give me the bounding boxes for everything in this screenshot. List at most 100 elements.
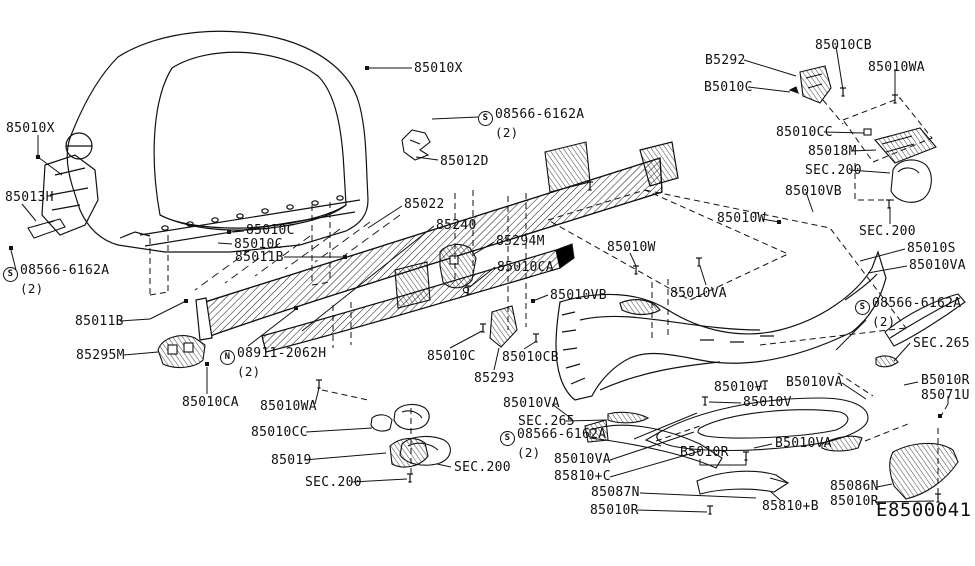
bumper-absorber (261, 141, 591, 353)
part-number: 85087N (591, 485, 640, 500)
part-label: SEC.200 (454, 461, 511, 475)
part-number: 85010CC (251, 425, 308, 440)
part-number: 85010C (246, 223, 295, 238)
part-label: 85240 (436, 219, 477, 233)
drawing-id: E8500041 (876, 500, 972, 520)
part-number: 85019 (271, 453, 312, 468)
part-label: 85019 (271, 454, 312, 468)
part-label: 85087N (591, 486, 640, 500)
part-label: SEC.265 (518, 415, 575, 429)
part-label: 85010X (6, 122, 55, 136)
part-quantity: (2) (517, 445, 541, 460)
part-number: SEC.265 (913, 336, 970, 351)
part-label: 85086N (830, 480, 879, 494)
part-number: SEC.200 (805, 163, 862, 178)
part-label: SEC.200 (859, 225, 916, 239)
part-label: SEC.200 (805, 164, 862, 178)
part-label: 85810+C (554, 470, 611, 484)
part-label: 85010X (414, 62, 463, 76)
part-label: 85010CB (502, 351, 559, 365)
part-number: 85011B (75, 314, 124, 329)
part-label: 85295M (76, 349, 125, 363)
part-number: 85010CA (182, 395, 239, 410)
part-label: 85022 (404, 198, 445, 212)
part-number: 85013H (5, 190, 54, 205)
part-quantity: (2) (495, 125, 519, 140)
part-number: B5010VA (786, 375, 843, 390)
part-label: 85810+B (762, 500, 819, 514)
part-number: B5010C (704, 80, 753, 95)
part-number: 08566-6162A (495, 107, 585, 122)
part-number: 08911-2062H (237, 346, 327, 361)
part-number: E8500041 (876, 499, 972, 521)
part-number: 85071U (921, 388, 970, 403)
part-number: 85010WA (260, 399, 317, 414)
part-label: SEC.265 (913, 337, 970, 351)
part-number: 85010VB (785, 184, 842, 199)
part-label: B5010VA (786, 376, 843, 390)
part-label: 85010CC (776, 126, 833, 140)
part-number: 85010S (907, 241, 956, 256)
part-number: B5010R (680, 445, 729, 460)
part-number: 85010X (6, 121, 55, 136)
part-number: 85810+C (554, 469, 611, 484)
part-number: 85010C (234, 237, 283, 252)
part-number: SEC.200 (305, 475, 362, 490)
part-label: 85010V (743, 396, 792, 410)
part-label: 85011B (75, 315, 124, 329)
part-number: 85010CA (497, 260, 554, 275)
part-label: 85294M (496, 235, 545, 249)
part-label: 85011B (235, 251, 284, 265)
part-quantity: (2) (872, 314, 896, 329)
part-label: 85013H (5, 191, 54, 205)
part-number: 85810+B (762, 499, 819, 514)
part-number: 08566-6162A (872, 296, 962, 311)
leader-lines (10, 45, 949, 513)
part-number: 85010VA (503, 396, 560, 411)
part-number: 85010VA (670, 286, 727, 301)
part-number: 85010V (743, 395, 792, 410)
part-quantity: (2) (237, 364, 261, 379)
part-label: B5292 (705, 54, 746, 68)
part-number: B5010R (921, 373, 970, 388)
part-number: SEC.265 (518, 414, 575, 429)
part-label: 85010VA (670, 287, 727, 301)
part-number: SEC.200 (859, 224, 916, 239)
car-body-outline (41, 30, 369, 253)
part-number: 85010VA (909, 258, 966, 273)
dashed-guides (149, 97, 949, 495)
part-label: 85010CB (815, 39, 872, 53)
circled-n-icon: N (220, 350, 235, 365)
rear-bumper-fascia (555, 250, 887, 401)
part-number: 85295M (76, 348, 125, 363)
part-number: 85293 (474, 371, 515, 386)
part-label: B5010C (704, 81, 753, 95)
part-label: 85010W (607, 241, 656, 255)
part-number: SEC.200 (454, 460, 511, 475)
part-number: 85010CB (815, 38, 872, 53)
part-number: 85011B (235, 250, 284, 265)
part-number: 85018M (808, 144, 857, 159)
part-number: 85010VB (550, 288, 607, 303)
part-label: 85010R (830, 495, 879, 509)
part-number: 85240 (436, 218, 477, 233)
part-label: 85010WA (868, 61, 925, 75)
part-label: 85010S (907, 242, 956, 256)
part-label: 85010CA (182, 396, 239, 410)
part-label: 85293 (474, 372, 515, 386)
part-label: 85010VB (550, 289, 607, 303)
part-number: 85010VA (554, 452, 611, 467)
circled-s-icon: S (3, 267, 18, 282)
part-label: 85071U (921, 389, 970, 403)
circled-s-icon: S (478, 111, 493, 126)
bumper-reinforcement (195, 141, 679, 341)
part-number: 85022 (404, 197, 445, 212)
circled-s-icon: S (500, 431, 515, 446)
